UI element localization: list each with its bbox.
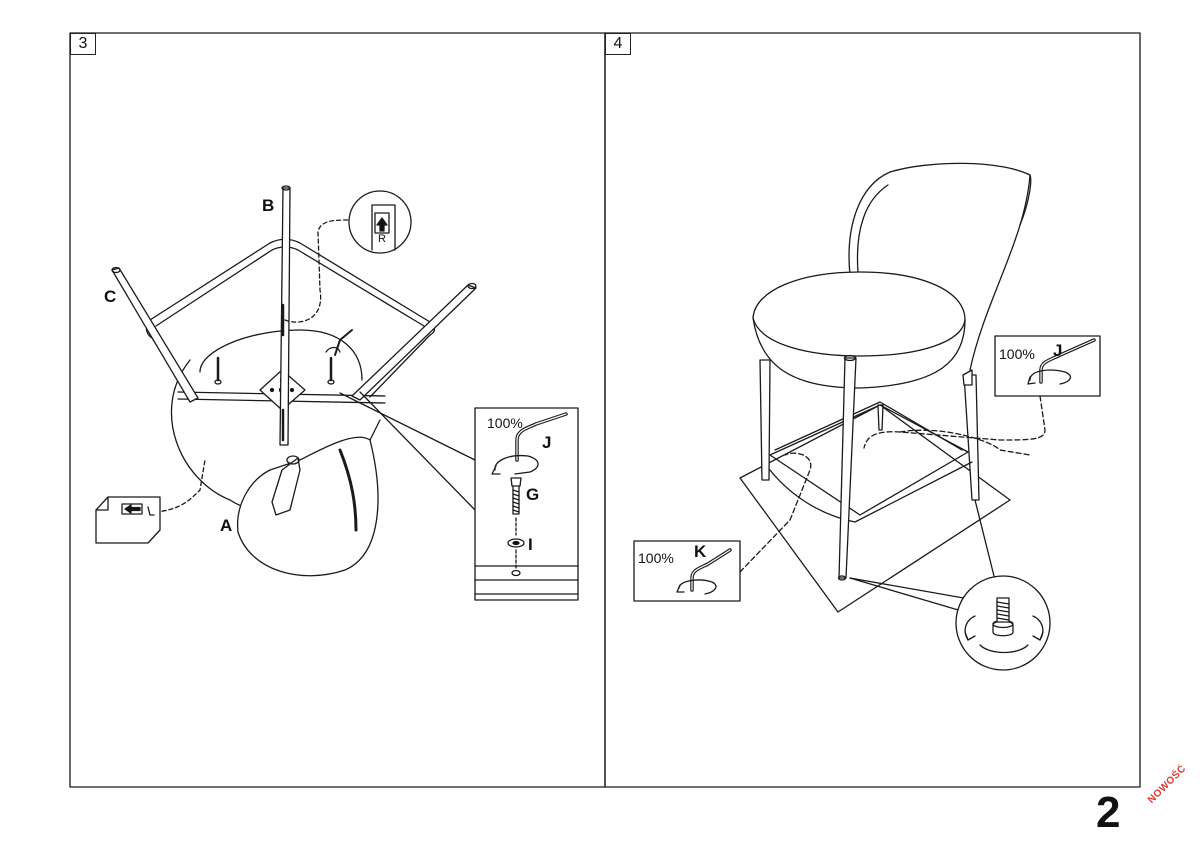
leg-c (111, 267, 199, 403)
rotate-arrows-icon (979, 644, 1029, 654)
floor-sheet (739, 404, 1011, 613)
part-label-b: B (262, 196, 275, 215)
arrow-left-icon (124, 504, 141, 514)
allen-key-icon (334, 329, 353, 356)
fastener-detail-box (474, 407, 579, 601)
front-leg (838, 357, 857, 579)
chair-backrest (848, 162, 1031, 371)
frame-ring (145, 238, 436, 398)
rear-leg-left (759, 359, 771, 481)
tool-j-tightness: 100% (999, 346, 1035, 362)
washer-i-label: I (528, 535, 533, 554)
chair-seat (752, 271, 966, 389)
leg-right (351, 284, 477, 401)
detail-r-label: R (378, 233, 386, 245)
step-4-number: 4 (605, 33, 631, 55)
foot-glide-icon (992, 620, 1014, 637)
step-4-panel-frame (604, 32, 1141, 788)
part-label-c: C (104, 287, 117, 306)
tool-k-label: K (694, 542, 707, 561)
arrow-up-icon (376, 217, 388, 232)
bolt-icon (510, 477, 522, 487)
bolt-g-label: G (526, 485, 540, 504)
tool-j-label-2: J (1053, 341, 1063, 360)
page-number: 2 (1096, 788, 1121, 837)
seat-a (236, 436, 379, 577)
tool-k-tightness: 100% (638, 550, 674, 566)
part-label-a: A (220, 516, 233, 535)
step-3-number: 3 (70, 33, 96, 55)
seat-rim (199, 329, 363, 381)
seat-edge (338, 448, 358, 532)
fastener-tightness: 100% (487, 415, 523, 431)
tool-j-label: J (542, 433, 552, 452)
leg-b (279, 187, 291, 446)
tool-k-callout-box (633, 540, 741, 602)
